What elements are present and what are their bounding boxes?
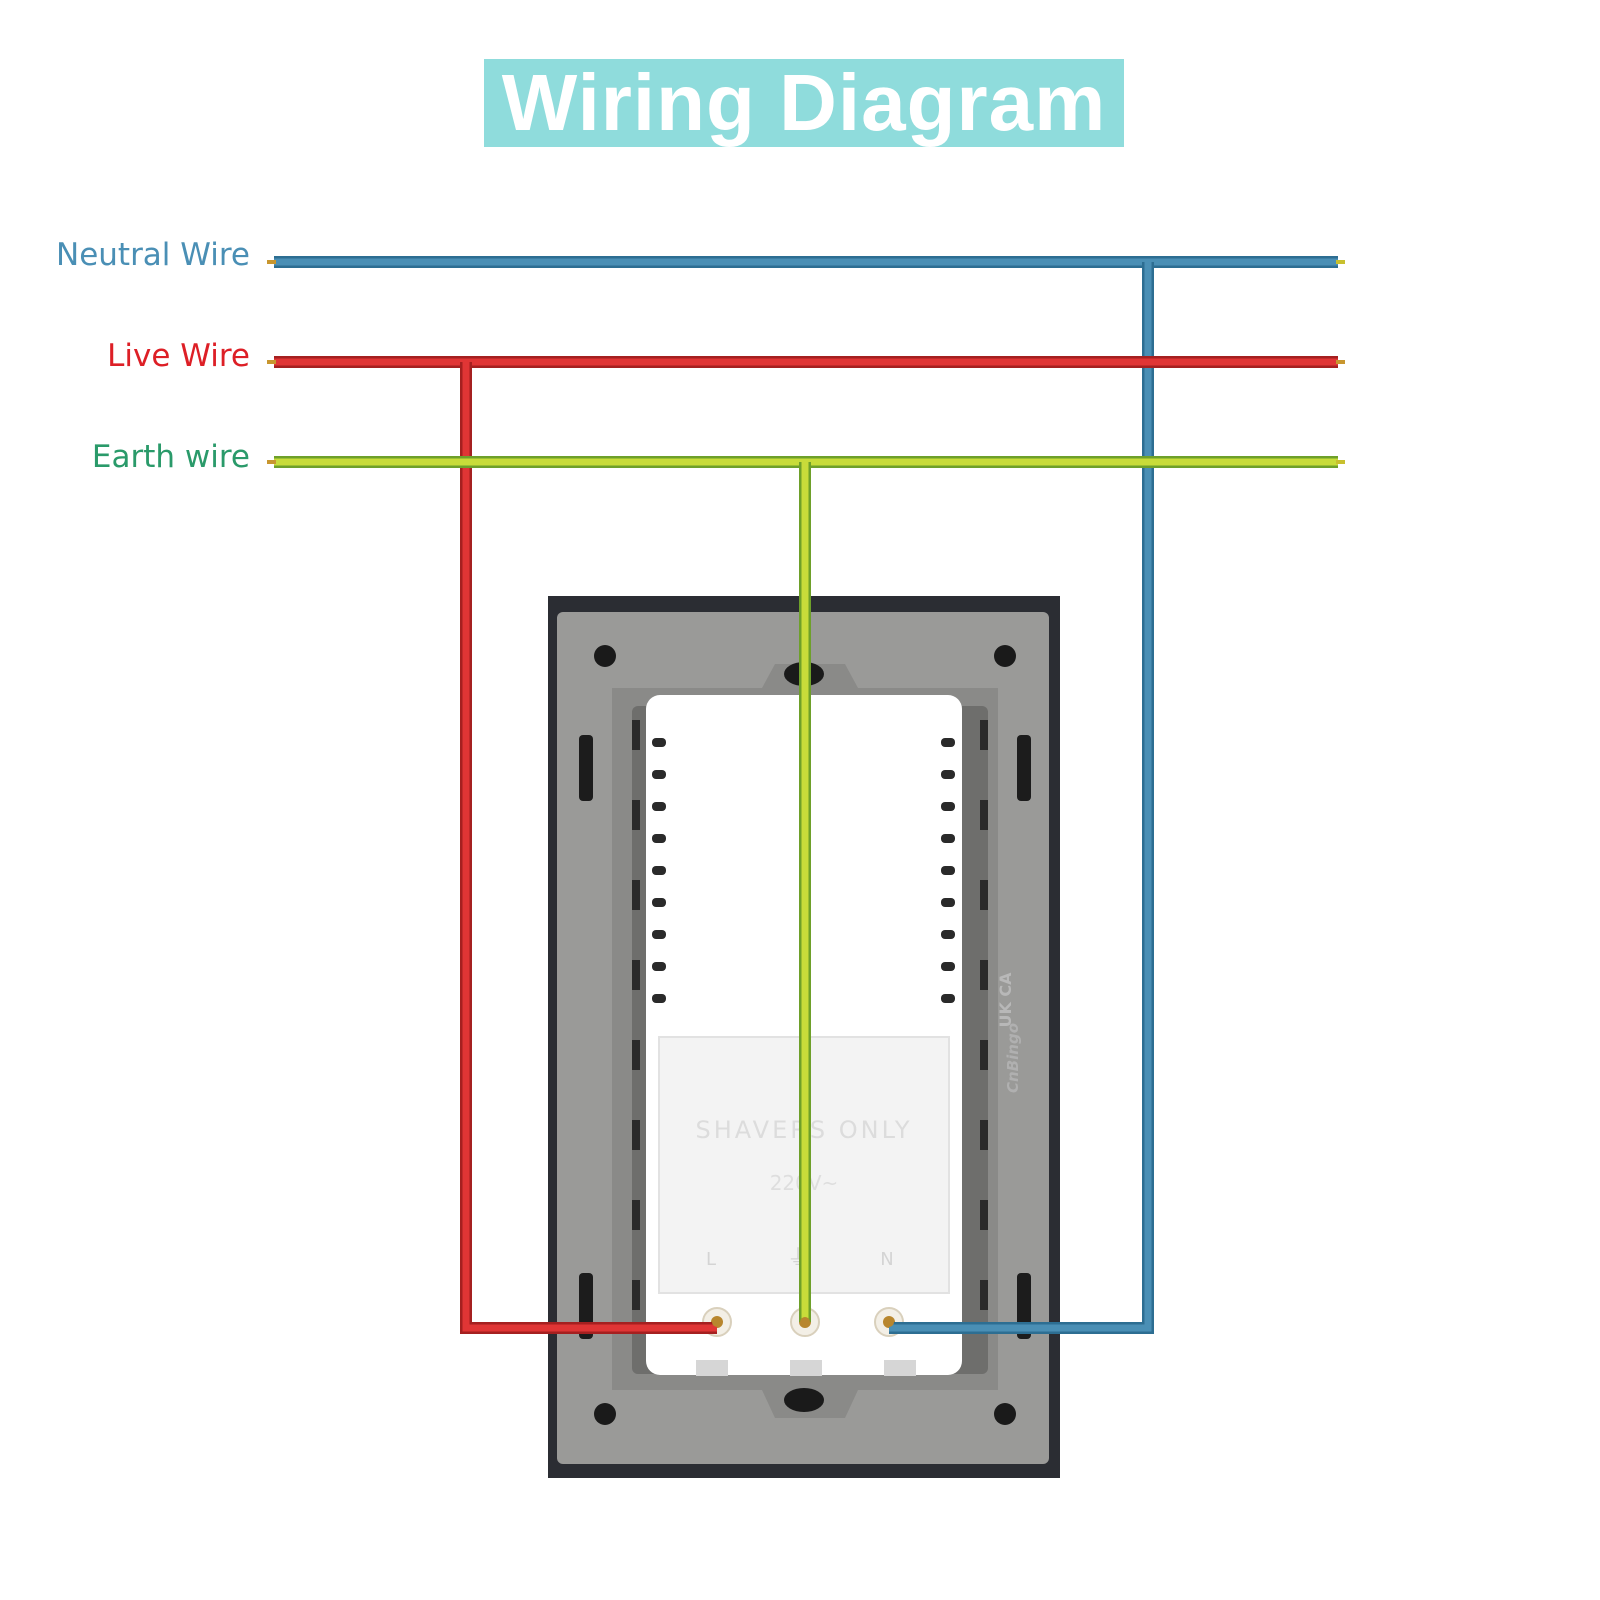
- bottom-tabs: [696, 1360, 916, 1376]
- side-clip: [579, 735, 593, 801]
- live-terminal-contact: [712, 1317, 722, 1327]
- screw-hole: [594, 1403, 616, 1425]
- wires: [267, 256, 1345, 1334]
- ukca-mark: UK CA: [996, 972, 1015, 1028]
- brand-mark: CnBingo: [1004, 1023, 1022, 1093]
- terminal-label-neutral: N: [880, 1249, 893, 1270]
- fixing-slot: [784, 1388, 824, 1412]
- screw-hole: [994, 1403, 1016, 1425]
- live-wire-label: Live Wire: [107, 338, 250, 374]
- housing-slots: [632, 720, 988, 1310]
- title-banner: Wiring Diagram: [484, 59, 1124, 147]
- neutral-terminal-contact: [884, 1317, 894, 1327]
- side-clip: [1017, 735, 1031, 801]
- neutral-wire-label: Neutral Wire: [56, 237, 250, 273]
- terminal-label-live: L: [706, 1249, 716, 1270]
- earth-terminal-contact: [800, 1317, 810, 1327]
- module-notches: [652, 738, 955, 1003]
- page-title: Wiring Diagram: [501, 58, 1107, 147]
- screw-hole: [594, 645, 616, 667]
- earth-wire-label: Earth wire: [91, 439, 250, 475]
- screw-hole: [994, 645, 1016, 667]
